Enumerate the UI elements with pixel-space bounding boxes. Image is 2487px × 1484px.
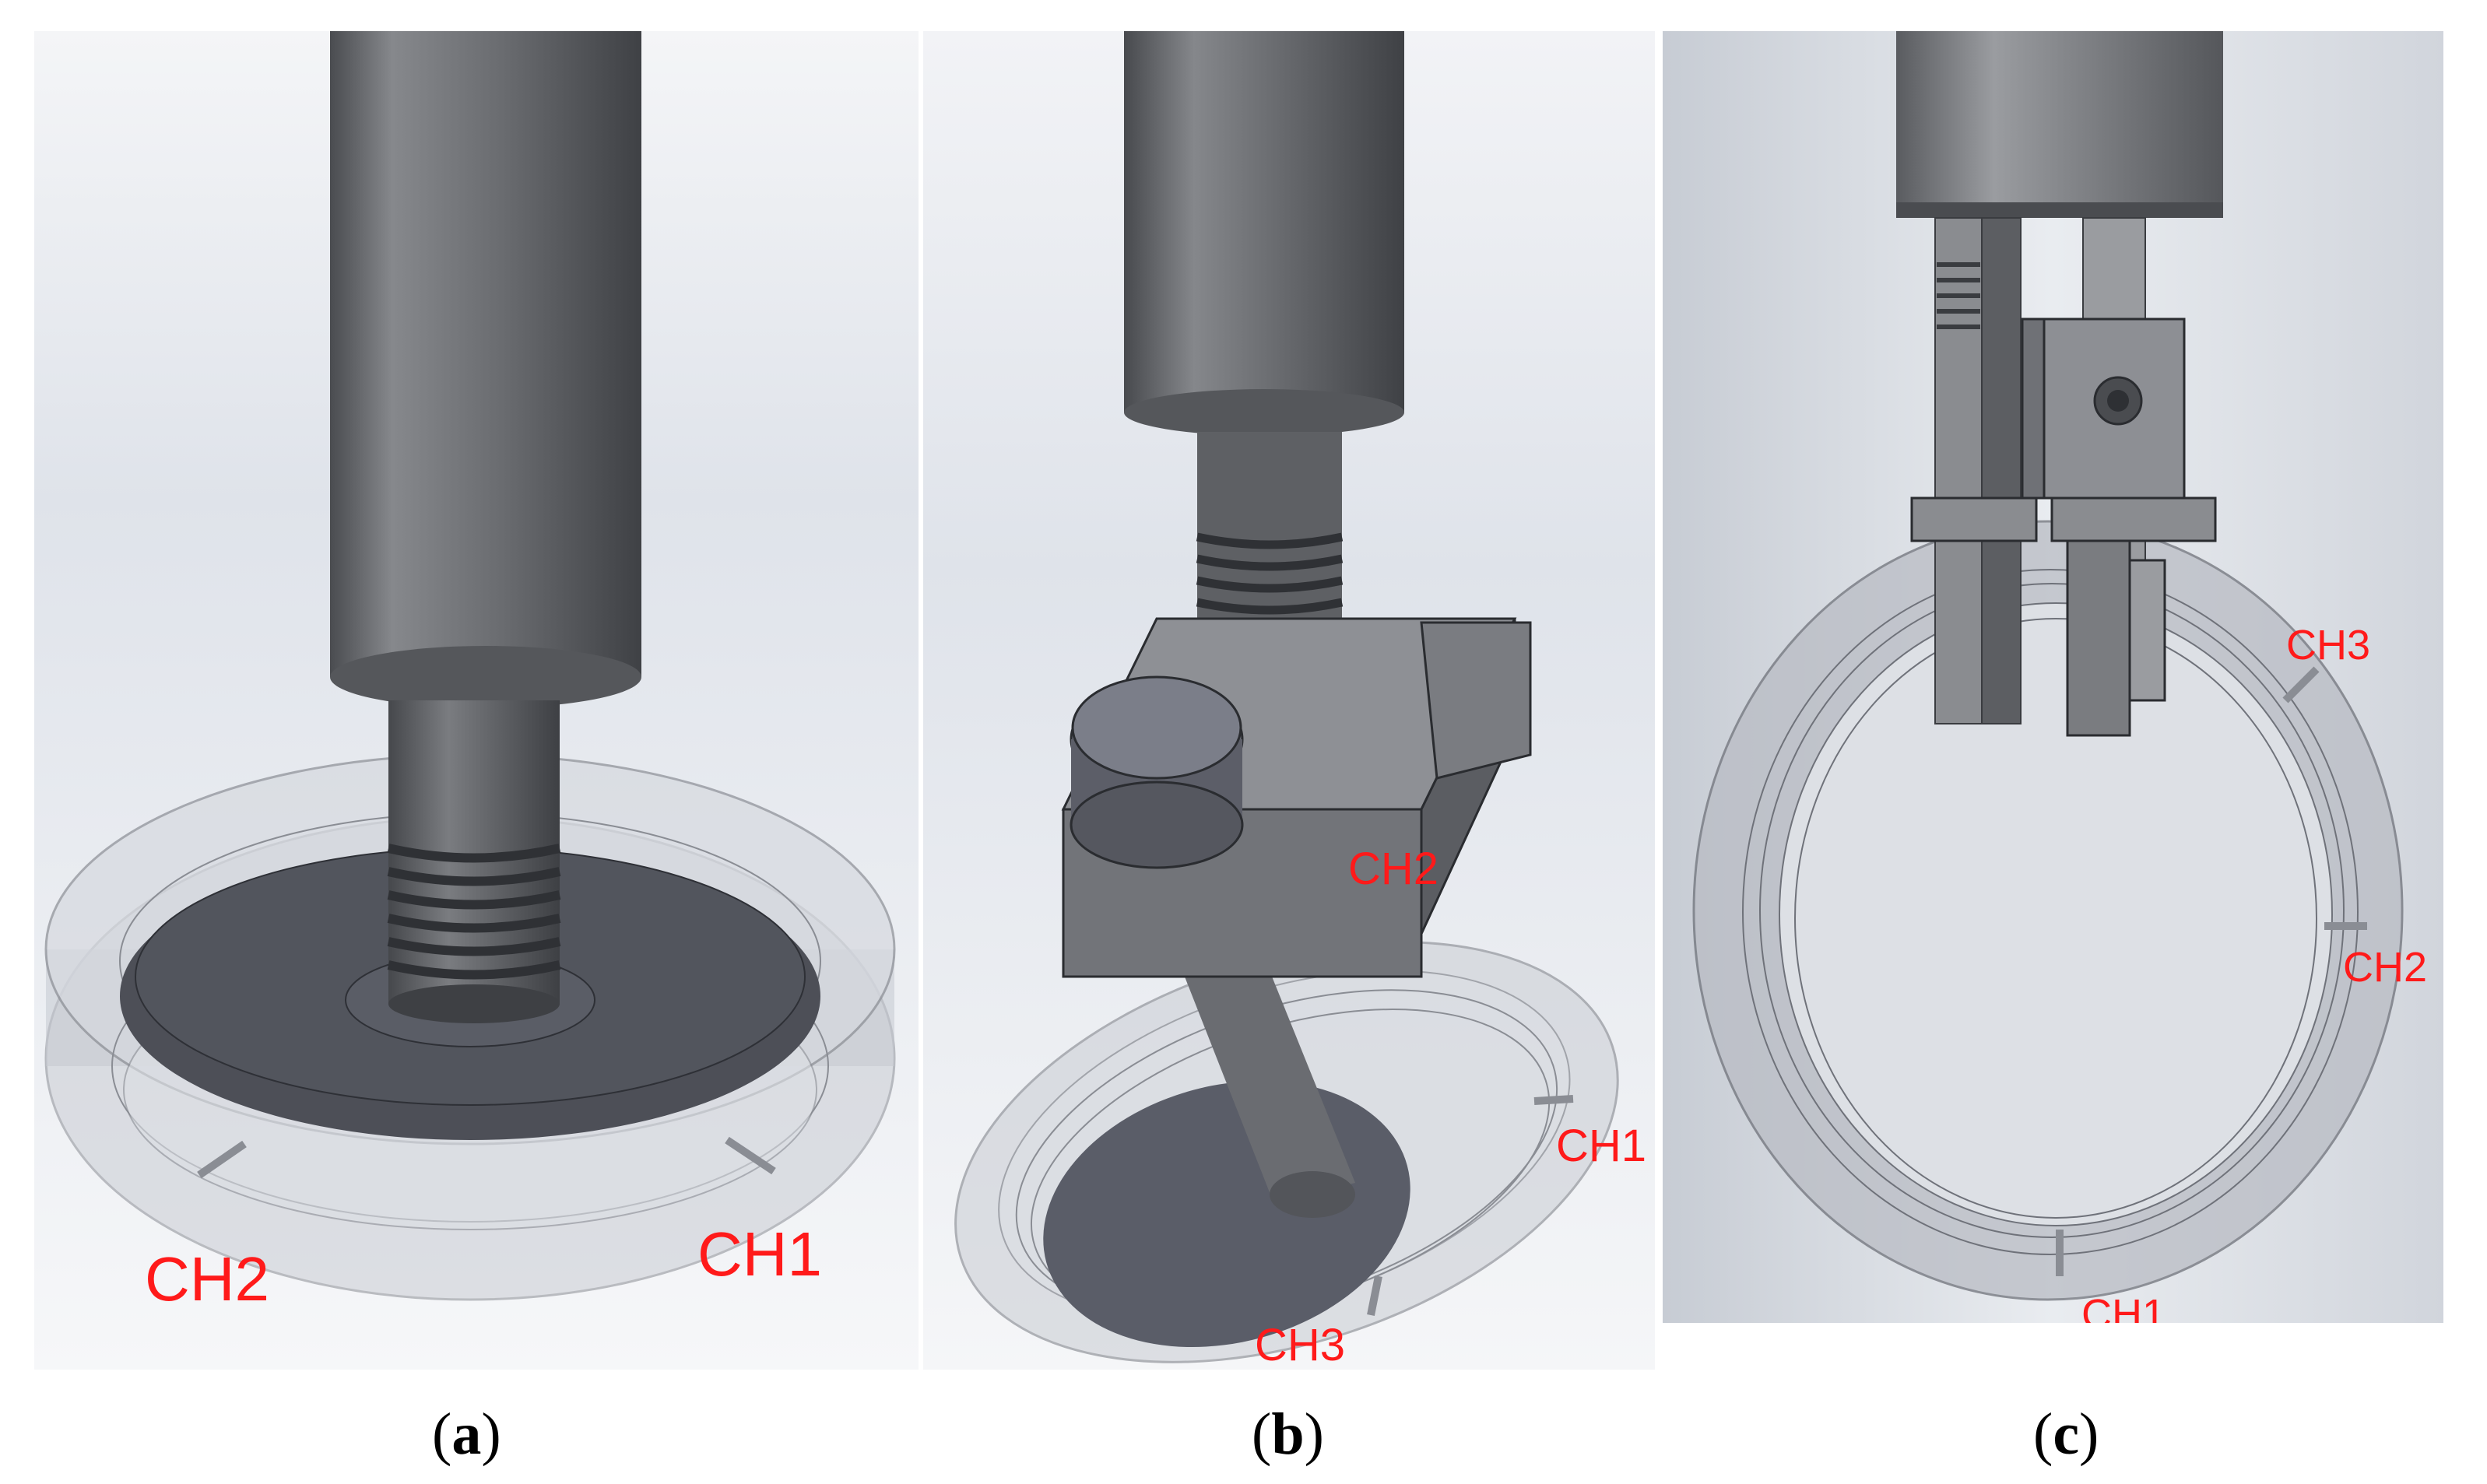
channel-label-ch2: CH2 <box>2343 944 2428 991</box>
panel-a-render <box>34 31 919 1370</box>
channel-label-ch2: CH2 <box>1348 844 1439 894</box>
panel-c-illustration: CH3 CH2 CH1 <box>1663 31 2443 1323</box>
panel-a-illustration: CH2 CH1 <box>34 31 919 1370</box>
thread-lines <box>387 844 561 980</box>
channel-label-ch3: CH3 <box>2286 622 2371 668</box>
panel-b-render <box>923 31 1655 1370</box>
channel-label-ch2: CH2 <box>145 1244 270 1314</box>
panel-b-illustration: CH2 CH1 CH3 <box>923 31 1655 1370</box>
caption-b: (b) <box>1252 1402 1324 1467</box>
caption-a: (a) <box>432 1402 501 1467</box>
channel-label-ch1: CH1 <box>1556 1121 1647 1171</box>
channel-label-ch1: CH1 <box>2081 1291 2166 1323</box>
channel-label-ch3: CH3 <box>1255 1320 1346 1370</box>
panel-c-render <box>1663 31 2443 1323</box>
channel-label-ch1: CH1 <box>697 1219 823 1289</box>
caption-c: (c) <box>2033 1402 2099 1467</box>
thread-lines <box>1937 262 1980 329</box>
